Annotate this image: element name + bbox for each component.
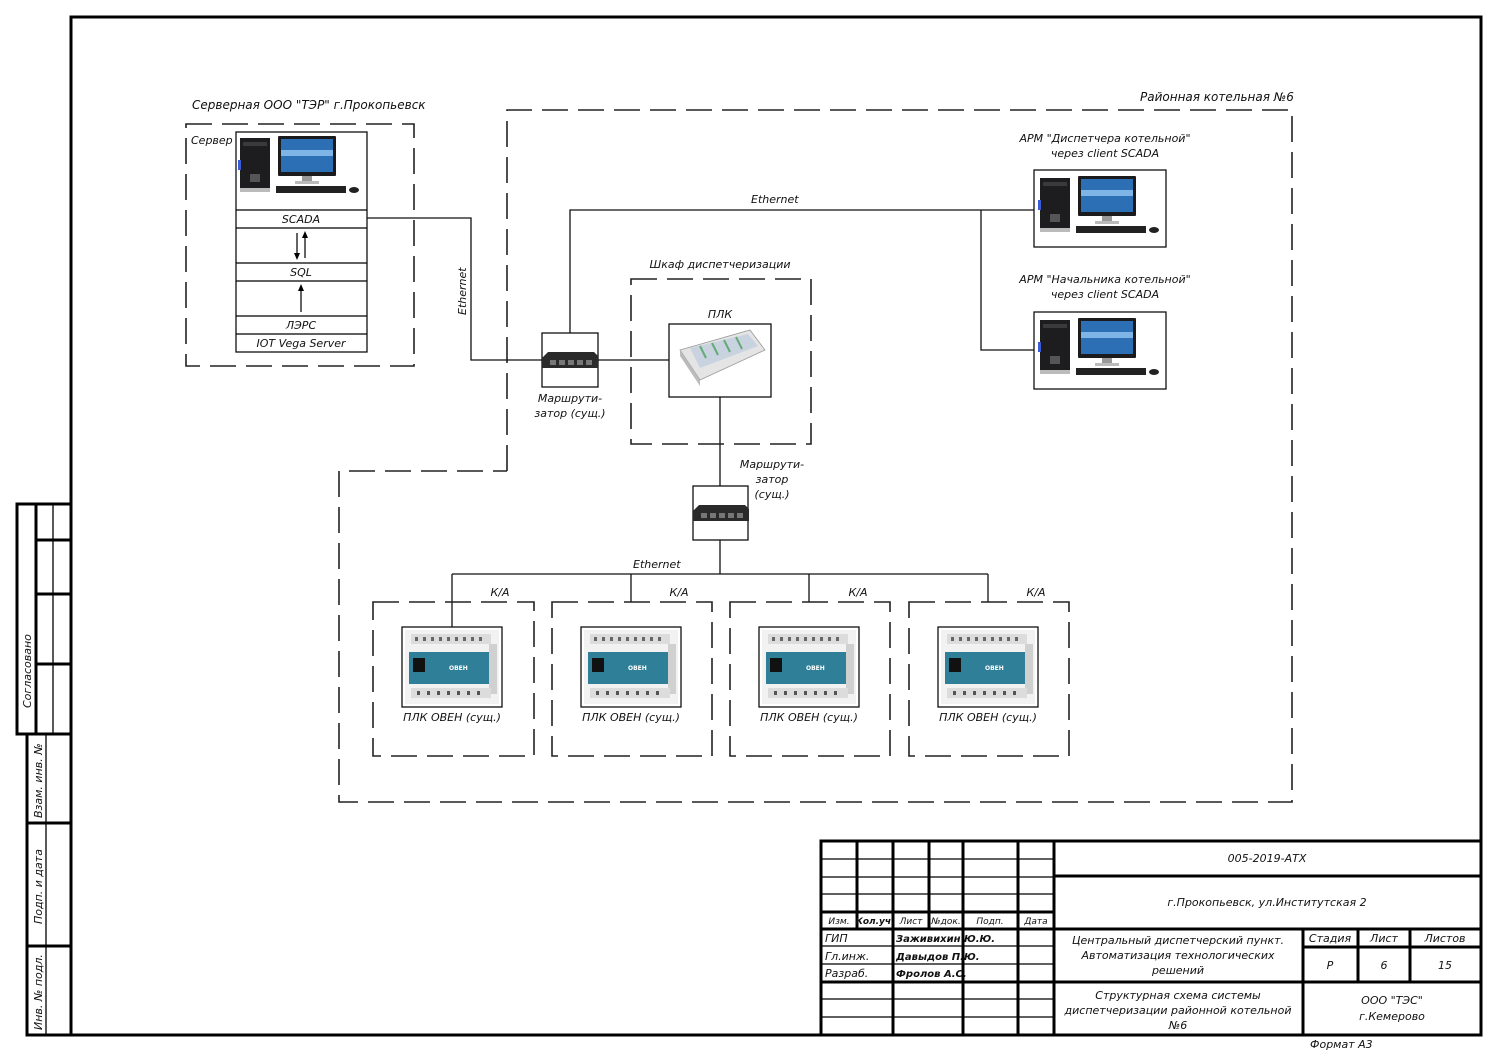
router-1-label-2: затор (сущ.) [534, 407, 605, 420]
stack-sql: SQL [290, 266, 312, 279]
router-1: Маршрути- затор (сущ.) [534, 332, 606, 420]
workstation-dispatcher: АРМ "Диспетчера котельной" через client … [1018, 132, 1191, 248]
ethernet-label-bottom: Ethernet [633, 558, 681, 571]
network-switch-icon [693, 505, 749, 521]
ws-1-title-1: АРМ "Диспетчера котельной" [1018, 132, 1190, 145]
oven-plc-icon [762, 630, 856, 704]
name-developer: Фролов А.С. [896, 969, 967, 980]
role-gip: ГИП [825, 932, 848, 945]
boiler-house-title: Районная котельная №6 [1140, 90, 1294, 104]
field-plc-2: К/А ПЛК ОВЕН (сущ.) [551, 586, 713, 757]
name-gip: Заживихин Ю.Ю. [896, 934, 995, 945]
plc-module-icon [679, 329, 766, 386]
project-line-3: решений [1151, 964, 1204, 977]
arrow-up-icon [302, 231, 308, 258]
sheet-header: Лист [1369, 932, 1398, 945]
col-ndok: №док. [930, 917, 960, 927]
field-plc-1: К/А ПЛК ОВЕН (сущ.) [372, 586, 535, 757]
role-developer: Разраб. [825, 967, 868, 980]
server-room-zone: Серверная ООО "ТЭР" г.Прокопьевск Сервер… [185, 98, 426, 367]
plc-label: ПЛК ОВЕН (сущ.) [760, 711, 858, 724]
dispatch-cabinet: Шкаф диспетчеризации ПЛК [630, 258, 812, 445]
org-line-1: ООО "ТЭС" [1361, 994, 1423, 1007]
ethernet-label-top: Ethernet [751, 193, 799, 206]
server-room-title: Серверная ООО "ТЭР" г.Прокопьевск [192, 98, 426, 112]
arrow-down-icon [294, 233, 300, 260]
ws-2-title-2: через client SCADA [1051, 288, 1159, 301]
sheets-header: Листов [1423, 932, 1465, 945]
link-label: К/А [669, 586, 688, 599]
oven-plc-icon [584, 630, 678, 704]
field-plc-3: К/А ПЛК ОВЕН (сущ.) [729, 586, 891, 757]
router-2-label-2: затор [756, 473, 789, 486]
sheets-value: 15 [1438, 959, 1452, 972]
cabinet-title: Шкаф диспетчеризации [650, 258, 791, 271]
role-chief-eng: Гл.инж. [825, 950, 869, 963]
format-label: Формат А3 [1310, 1038, 1373, 1051]
agreed-label: Согласовано [21, 634, 34, 708]
server-label: Сервер [191, 134, 233, 147]
orig-inv-label: Инв. № подл. [32, 954, 45, 1030]
sign-date-label: Подп. и дата [32, 849, 45, 924]
plc-label: ПЛК ОВЕН (сущ.) [939, 711, 1037, 724]
stack-scada: SCADA [282, 213, 320, 226]
plc-label: ПЛК ОВЕН (сущ.) [403, 711, 501, 724]
ethernet-label-vertical: Ethernet [456, 267, 469, 315]
network-switch-icon [542, 352, 598, 368]
sheet-value: 6 [1381, 959, 1388, 972]
project-line-2: Автоматизация технологических [1081, 949, 1275, 962]
plc-label: ПЛК ОВЕН (сущ.) [582, 711, 680, 724]
link-label: К/А [1026, 586, 1045, 599]
oven-plc-icon [941, 630, 1035, 704]
network-wires [367, 209, 1034, 627]
sheet-title-3: №6 [1168, 1019, 1187, 1032]
address: г.Прокопьевск, ул.Институтская 2 [1167, 896, 1366, 909]
project-line-1: Центральный диспетчерский пункт. [1072, 934, 1284, 947]
oven-plc-icon [405, 630, 499, 704]
field-plc-4: К/А ПЛК ОВЕН (сущ.) [908, 586, 1070, 757]
col-koluch: Кол.уч. [855, 917, 894, 927]
sheet-title-1: Структурная схема системы [1095, 989, 1261, 1002]
org-line-2: г.Кемерово [1359, 1010, 1425, 1023]
doc-code: 005-2019-АТХ [1228, 852, 1307, 865]
stack-lers: ЛЭРС [285, 319, 317, 332]
plc-label: ПЛК [708, 308, 734, 321]
router-2: Маршрути- затор (сущ.) [692, 458, 804, 541]
replace-inv-label: Взам. инв. № [32, 743, 45, 818]
router-2-label-3: (сущ.) [755, 488, 790, 501]
title-block: Изм. Кол.уч. Лист №док. Подп. Дата ГИП З… [819, 839, 1483, 1037]
col-podp: Подп. [976, 917, 1003, 927]
side-stamp: Согласовано Взам. инв. № Подп. и дата Ин… [15, 502, 73, 1037]
stage-value: Р [1327, 959, 1334, 972]
boiler-house-zone [338, 109, 1293, 803]
sheet-title-2: диспетчеризации районной котельной [1064, 1004, 1292, 1017]
link-label: К/А [490, 586, 509, 599]
stack-iot-vega: IOT Vega Server [256, 337, 347, 350]
stage-header: Стадия [1309, 932, 1352, 945]
col-data: Дата [1023, 917, 1047, 927]
ws-1-title-2: через client SCADA [1051, 147, 1159, 160]
name-chief-eng: Давыдов П.Ю. [895, 952, 980, 963]
router-1-label-1: Маршрути- [538, 392, 602, 405]
ws-2-title-1: АРМ "Начальника котельной" [1018, 273, 1190, 286]
col-list: Лист [899, 917, 924, 927]
link-label: К/А [848, 586, 867, 599]
router-2-label-1: Маршрути- [740, 458, 804, 471]
workstation-chief: АРМ "Начальника котельной" через client … [1018, 273, 1191, 390]
arrow-up-icon [298, 284, 304, 312]
col-izm: Изм. [828, 917, 849, 927]
